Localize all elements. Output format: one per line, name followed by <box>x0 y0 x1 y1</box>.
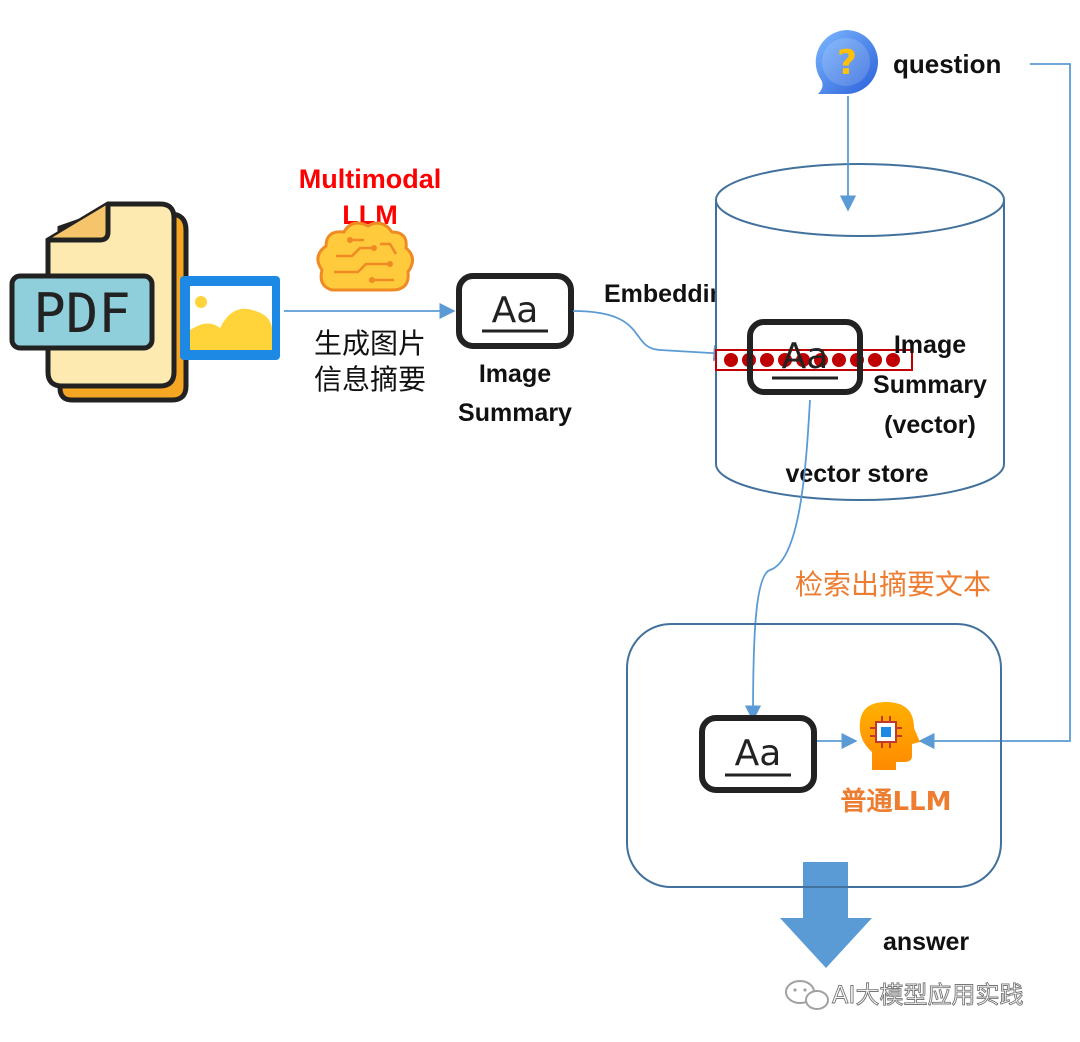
pdf-label: PDF <box>33 282 131 345</box>
svg-text:Aa: Aa <box>782 336 829 377</box>
question-bubble-icon: ? <box>815 30 878 94</box>
vector-summary-label-line1: Image <box>894 331 966 359</box>
vector-summary-label-line3: (vector) <box>884 411 976 439</box>
pdf-file-icon: PDF <box>9 201 189 403</box>
llm-stage-box <box>626 623 1002 888</box>
image-summary-label-line1: Image <box>479 360 551 388</box>
image-summary-label-line2: Summary <box>458 399 572 427</box>
vector-summary-label-line2: Summary <box>873 371 987 399</box>
arrow-question-to-llm <box>918 63 1071 750</box>
arrow-retrieve <box>744 399 811 722</box>
svg-text:?: ? <box>837 43 857 83</box>
brain-circuit-icon <box>316 221 414 292</box>
retrieve-label: 检索出摘要文本 <box>795 568 991 601</box>
down-arrow-icon <box>780 862 872 968</box>
plain-llm-label: 普通LLM <box>840 786 951 817</box>
wechat-icon <box>785 980 829 1010</box>
ai-head-icon <box>859 702 920 770</box>
generate-summary-label-line1: 生成图片 <box>314 327 426 360</box>
text-aa-icon: Aa <box>699 715 817 793</box>
answer-label: answer <box>883 928 969 956</box>
text-aa-icon: Aa <box>747 319 863 395</box>
question-label: question <box>893 49 1001 79</box>
svg-text:Aa: Aa <box>492 290 539 331</box>
image-file-icon <box>180 276 280 360</box>
generate-summary-label-line2: 信息摘要 <box>314 363 426 396</box>
multimodal-llm-label-line1: Multimodal <box>299 164 442 194</box>
arrow-embedding <box>572 310 730 362</box>
vector-store-label: vector store <box>785 460 928 488</box>
svg-text:Aa: Aa <box>735 733 782 774</box>
watermark-label: AI大模型应用实践 <box>832 981 1024 1009</box>
text-aa-icon: Aa <box>456 273 574 349</box>
